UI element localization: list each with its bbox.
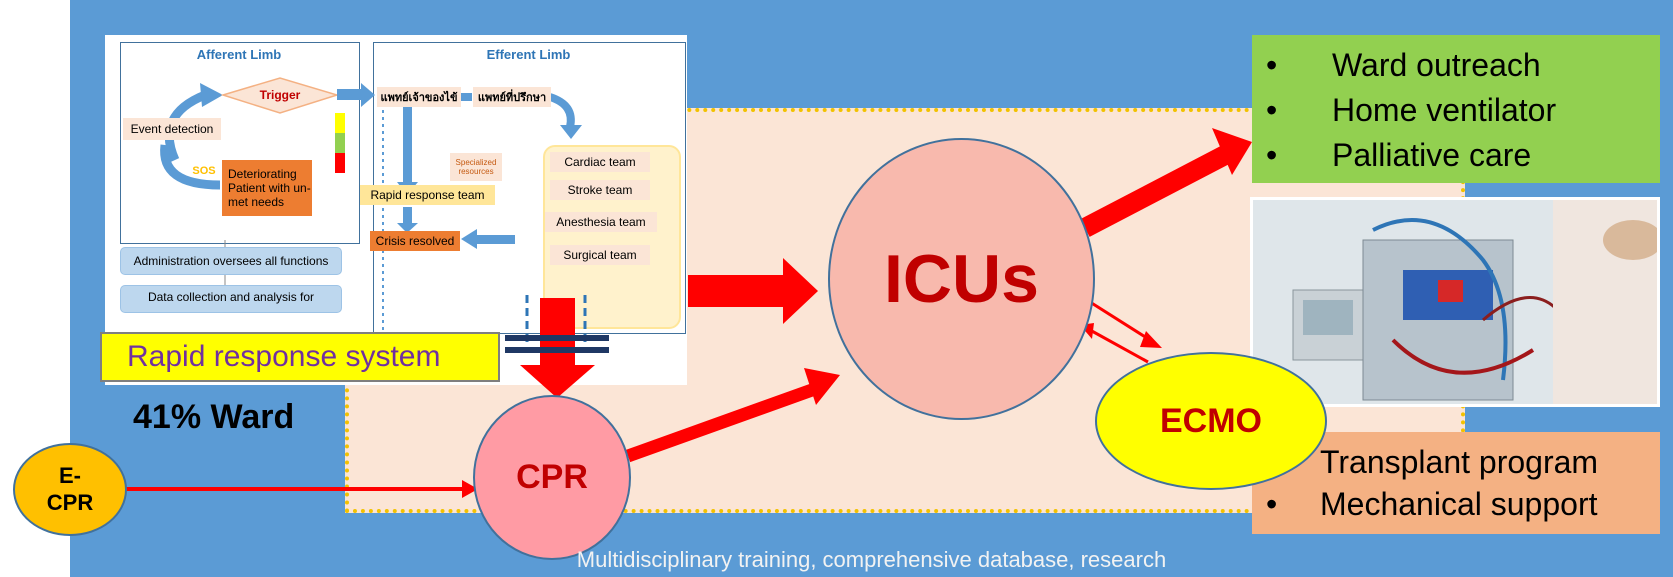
team-arrow-body <box>475 235 515 244</box>
rrt-arrow-body <box>403 207 412 225</box>
icu-to-outreach-arrow-body <box>1080 146 1230 237</box>
barrier-bar-top <box>505 335 609 341</box>
deteriorating-box: Deteriorating Patient with un-met needs <box>222 160 312 216</box>
data-collection-box: Data collection and analysis for <box>120 285 342 313</box>
barrier-bar-bottom <box>505 347 609 353</box>
ecpr-circle: E- CPR <box>13 443 127 536</box>
rrt-arrow-head <box>397 223 418 233</box>
event-detection-box: Event detection <box>123 118 221 140</box>
transplant-item: Mechanical support <box>1252 483 1660 525</box>
ecmo-ellipse: ECMO <box>1095 352 1327 490</box>
team-item: Stroke team <box>550 180 650 200</box>
team-item: Surgical team <box>550 245 650 265</box>
rrs-to-icu-arrow-body <box>688 275 783 307</box>
consult-arrow <box>548 93 575 128</box>
icu-to-outreach-arrow-head <box>1212 128 1252 175</box>
ecmo-photo-illustration <box>1253 200 1657 404</box>
rrs-to-icu-arrow-head <box>783 258 818 324</box>
admin-box: Administration oversees all functions <box>120 247 342 275</box>
outreach-item: Home ventilator <box>1252 88 1660 133</box>
cpr-to-icu-arrow-head <box>804 368 840 405</box>
afferent-frame <box>120 42 360 244</box>
rapid-response-system-label: Rapid response system <box>100 332 500 382</box>
down-arrow-body <box>540 298 575 368</box>
consultant-box: แพทย์ที่ปรึกษา <box>473 87 551 107</box>
cycle-arrow-lower <box>160 144 221 190</box>
trigger-label: Trigger <box>259 88 301 102</box>
crisis-resolved-box: Crisis resolved <box>370 231 460 251</box>
cpr-circle: CPR <box>473 395 631 560</box>
level-red <box>335 153 345 173</box>
icu-to-ecmo-head <box>1140 331 1162 348</box>
doctor-arrow-body <box>403 107 412 182</box>
outreach-box: Ward outreach Home ventilator Palliative… <box>1252 35 1660 183</box>
trigger-arrow-head <box>361 83 375 107</box>
team-item: Anesthesia team <box>545 212 657 232</box>
level-green <box>335 133 345 153</box>
ecpr-to-cpr-head <box>462 480 478 498</box>
consult-arrow-head <box>560 125 582 139</box>
efferent-title: Efferent Limb <box>486 47 571 62</box>
ecmo-to-icu-line <box>1089 328 1149 364</box>
level-yellow <box>335 113 345 133</box>
sos-label: SOS <box>192 165 216 177</box>
outreach-item: Palliative care <box>1252 133 1660 178</box>
ward-percentage: 41% Ward <box>133 398 295 436</box>
afferent-title: Afferent Limb <box>196 47 282 62</box>
specialized-resources-box: Specialized resources <box>450 153 502 181</box>
icu-circle: ICUs <box>828 138 1095 420</box>
rapid-response-flowchart: Afferent Limb Efferent Limb Event detect… <box>105 35 687 385</box>
icu-to-ecmo-line <box>1089 300 1151 342</box>
down-arrow-head <box>520 365 595 398</box>
attending-doctor-box: แพทย์เจ้าของไข้ <box>377 87 461 107</box>
ecmo-machine-photo <box>1250 197 1660 407</box>
trigger-arrow-body <box>337 89 361 100</box>
cycle-arrow-head <box>200 83 223 107</box>
footer-caption: Multidisciplinary training, comprehensiv… <box>576 547 1167 572</box>
team-arrow-head <box>461 229 477 249</box>
outreach-item: Ward outreach <box>1252 43 1660 88</box>
rapid-response-team-box: Rapid response team <box>360 185 495 205</box>
cpr-to-icu-arrow-body <box>625 383 815 463</box>
consult-link <box>460 93 472 101</box>
team-item: Cardiac team <box>550 152 650 172</box>
